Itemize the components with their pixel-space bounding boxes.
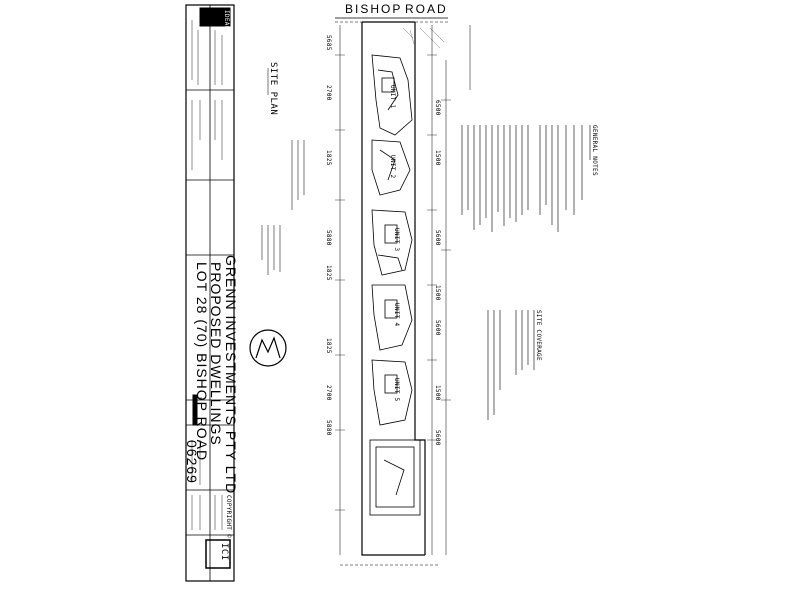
setback-dim: 5600 — [434, 230, 441, 246]
dwelling-label: UNIT 3 — [393, 228, 400, 252]
setback-dim: 6500 — [434, 100, 441, 116]
road-label-right: ROAD — [405, 2, 448, 16]
project-title: PROPOSED DWELLINGS — [208, 262, 224, 446]
setback-dim: 5880 — [325, 230, 332, 246]
north-arrow-icon — [249, 329, 287, 367]
company-name: GRENN INVESTMENTS PTY LTD — [223, 255, 239, 495]
setback-dim: 5600 — [434, 430, 441, 446]
job-number: 06269 — [184, 440, 200, 484]
site-plan-label: SITE PLAN — [268, 62, 278, 116]
general-notes-heading: GENERAL NOTES — [591, 125, 598, 176]
site-coverage-heading: SITE COVERAGE — [535, 310, 542, 361]
project-address: LOT 28 (70) BISHOP ROAD — [194, 262, 210, 462]
dimension-lines — [335, 25, 471, 555]
setback-dim: 5600 — [434, 320, 441, 336]
dwellings — [369, 27, 445, 516]
title-block — [185, 4, 235, 582]
site-notes — [261, 68, 305, 275]
logo-text: ICI — [219, 543, 229, 561]
setback-dim: 5880 — [325, 420, 332, 436]
dwelling-label: UNIT 1 — [389, 85, 396, 109]
dwelling-label: UNIT 4 — [393, 303, 400, 327]
copyright-label: COPYRIGHT © — [225, 495, 232, 539]
setback-dim: 5685 — [325, 35, 332, 51]
firm-logo: IDEAL — [223, 10, 230, 30]
notes-text-block — [461, 125, 591, 420]
setback-dim: 1500 — [434, 285, 441, 301]
setback-dim: 1825 — [325, 150, 332, 166]
setback-dim: 2700 — [325, 85, 332, 101]
setback-dim: 1500 — [434, 385, 441, 401]
setback-dim: 1825 — [325, 338, 332, 354]
setback-dim: 1825 — [325, 265, 332, 281]
dwelling-label: UNIT 2 — [389, 155, 396, 179]
setback-dim: 1500 — [434, 150, 441, 166]
setback-dim: 2700 — [325, 385, 332, 401]
dwelling-label: UNIT 5 — [393, 378, 400, 402]
road-label-left: BISHOP — [345, 2, 403, 16]
